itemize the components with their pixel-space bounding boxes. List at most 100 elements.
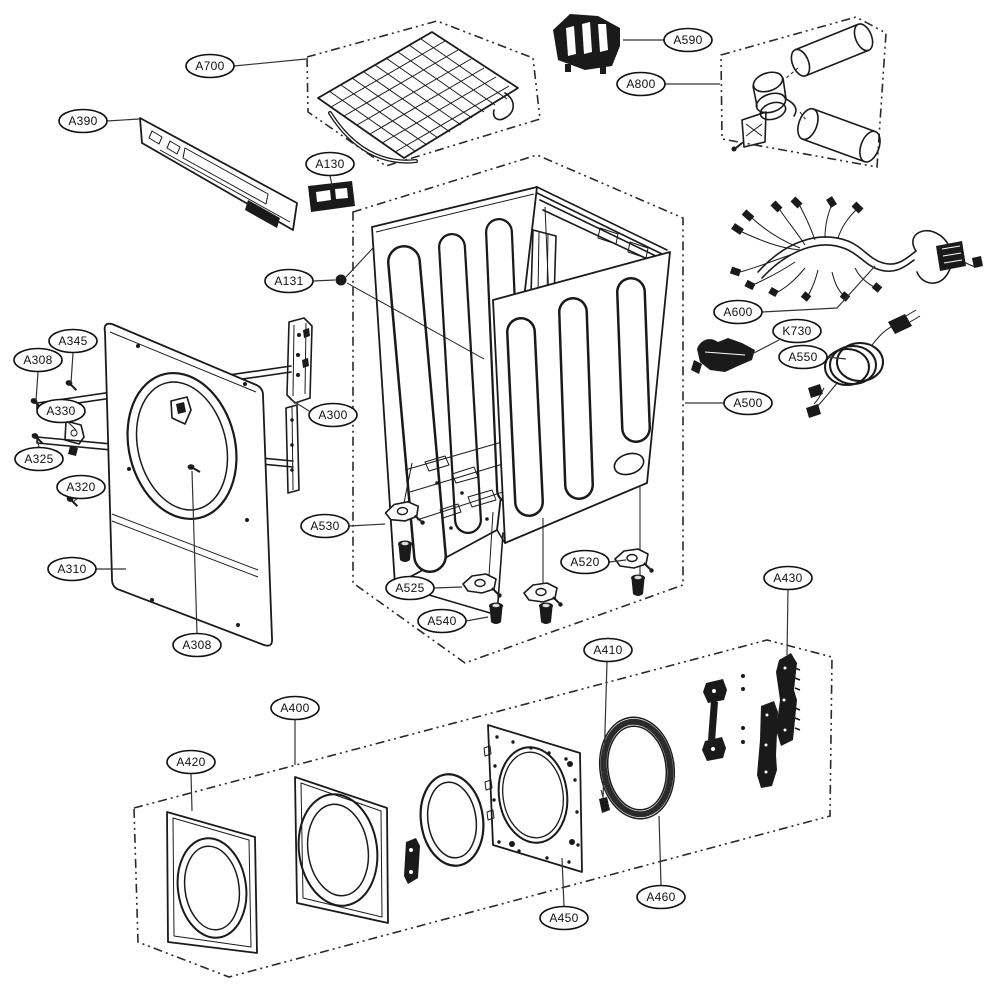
door-hinge-small-part	[404, 838, 420, 884]
label-text: A540	[427, 614, 456, 628]
side-bracket-parts	[285, 317, 313, 494]
label-ellipse	[772, 318, 822, 344]
label-ellipse	[713, 299, 763, 325]
part-label-A540: A540	[417, 608, 489, 634]
label-text: A450	[549, 911, 578, 925]
leveling-foot	[398, 540, 412, 562]
label-ellipse	[583, 637, 633, 663]
exhaust-duct-parts	[731, 23, 881, 163]
leader-line	[329, 175, 333, 186]
wire-harness-part	[729, 196, 983, 302]
leader-line	[312, 279, 336, 282]
duct-group-boundary	[720, 16, 887, 168]
part-label-A300: A300	[289, 398, 358, 428]
leader-line	[602, 661, 608, 800]
label-ellipse	[47, 556, 97, 582]
leader-line	[826, 356, 847, 360]
label-ellipse	[308, 402, 358, 428]
label-ellipse	[663, 27, 713, 53]
label-ellipse	[166, 749, 216, 775]
leg-bracket	[462, 573, 503, 599]
label-ellipse	[14, 446, 64, 472]
part-label-A390: A390	[58, 108, 140, 134]
leader-line	[761, 265, 876, 313]
leader-line	[433, 586, 463, 589]
leader-line	[289, 398, 310, 412]
door-group-boundary	[133, 639, 833, 978]
part-label-A550: A550	[778, 344, 847, 370]
leader-line	[106, 118, 140, 122]
part-label-A320: A320	[56, 474, 106, 502]
label-ellipse	[560, 549, 610, 575]
label-ellipse	[13, 347, 63, 373]
label-text: A500	[733, 396, 762, 410]
label-ellipse	[539, 905, 589, 931]
part-label-A345: A345	[48, 328, 98, 384]
label-text: A400	[280, 701, 309, 715]
leader-line	[658, 815, 662, 886]
label-text: A700	[195, 59, 224, 73]
label-ellipse	[264, 268, 314, 294]
part-label-A131: A131	[264, 268, 336, 294]
label-ellipse	[58, 108, 108, 134]
leveling-foot	[631, 574, 645, 596]
power-cord-part	[806, 309, 921, 418]
label-text: A550	[788, 350, 817, 364]
hinge-holder-part	[64, 420, 85, 456]
leader-line	[561, 857, 565, 907]
leader-line	[786, 589, 789, 656]
label-text: A420	[176, 755, 205, 769]
label-ellipse	[723, 390, 773, 416]
part-label-A308: A308	[13, 347, 63, 402]
door-outer-frame-part	[166, 811, 258, 954]
leader-line	[751, 339, 780, 355]
leader-line	[36, 438, 40, 448]
part-label-A430: A430	[763, 565, 813, 656]
label-text: A530	[310, 519, 339, 533]
label-ellipse	[172, 632, 222, 658]
leader-line	[465, 616, 489, 622]
part-label-A130: A130	[305, 151, 355, 186]
door-gasket-part	[419, 773, 485, 867]
part-label-K730: K730	[751, 318, 822, 355]
part-label-A700: A700	[185, 53, 307, 79]
leader-line	[70, 352, 74, 384]
leader-line	[608, 559, 627, 563]
noise-filter-part	[691, 338, 755, 374]
label-ellipse	[48, 328, 98, 354]
label-text: A345	[58, 334, 87, 348]
part-label-A520: A520	[560, 549, 627, 575]
label-ellipse	[36, 398, 86, 424]
cabinet-assembly-part	[371, 186, 671, 616]
part-label-A525: A525	[385, 575, 463, 601]
part-label-A420: A420	[166, 749, 216, 812]
leveling-foot	[489, 602, 503, 624]
part-label-A800: A800	[616, 71, 720, 97]
label-ellipse	[56, 474, 106, 500]
drying-rack-part	[317, 31, 519, 164]
label-ellipse	[305, 151, 355, 177]
part-labels: A700A390A130A131A590A800A600K730A550A500…	[13, 27, 876, 931]
part-label-A310: A310	[47, 556, 126, 582]
label-text: A308	[23, 353, 52, 367]
label-text: A410	[593, 643, 622, 657]
label-ellipse	[636, 884, 686, 910]
label-ellipse	[300, 513, 350, 539]
group-boundaries	[133, 16, 887, 978]
front-panel-part	[103, 322, 273, 647]
part-label-A450: A450	[539, 857, 589, 931]
label-text: A525	[395, 581, 424, 595]
leader-line	[35, 371, 39, 402]
label-ellipse	[185, 53, 235, 79]
ball-catch-part	[335, 247, 485, 360]
label-ellipse	[385, 575, 435, 601]
label-text: A320	[66, 480, 95, 494]
label-text: A390	[68, 114, 97, 128]
part-label-A330: A330	[36, 398, 86, 431]
support-bracket-part	[553, 14, 620, 74]
label-text: A131	[274, 274, 303, 288]
part-label-A590: A590	[623, 27, 713, 53]
label-ellipse	[417, 608, 467, 634]
